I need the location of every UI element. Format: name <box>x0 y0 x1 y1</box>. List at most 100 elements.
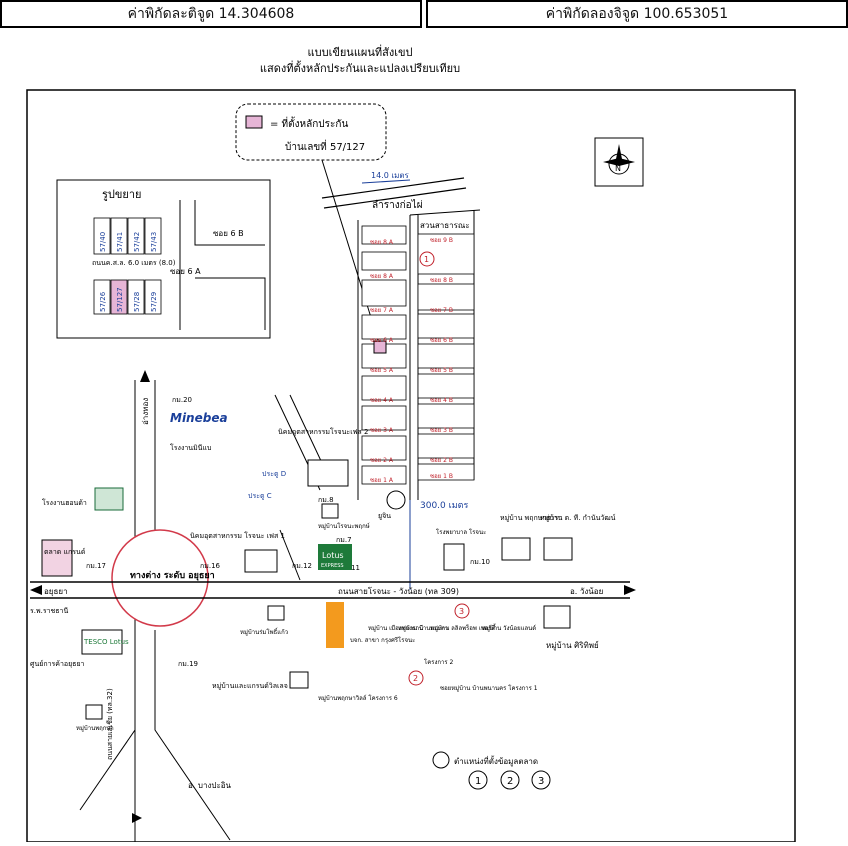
map-title-1: แบบเขียนแผนที่สังเขป <box>308 44 413 59</box>
lotus-express-logo <box>318 544 352 570</box>
km17-label: กม.17 <box>86 562 106 570</box>
junction-label: ทางต่าง ระดับ อยุธยา <box>130 570 215 581</box>
store-rojana-label: บจก. สาขา กรุงศรีโรจนะ <box>350 636 415 644</box>
tesco-lotus-label: TESCO Lotus <box>83 638 129 646</box>
svg-text:57/28: 57/28 <box>133 292 141 312</box>
market-point-2-num: 2 <box>413 674 418 683</box>
minebea-logo: Minebea <box>170 411 228 425</box>
inset-lots <box>93 217 162 315</box>
svg-text:ซอย 3 A: ซอย 3 A <box>370 427 394 434</box>
honda-factory-icon <box>94 487 124 511</box>
village-soi-label: ซอยหมู่บ้าน บ้านพนานคร โครงการ 1 <box>440 684 538 692</box>
canal-line-1 <box>321 177 465 199</box>
market-point-1-marker <box>419 251 435 267</box>
park-label: สวนสาธารณะ <box>420 221 470 230</box>
map-title-2: แสดงที่ตั้งหลักประกันและแปลงเปรียบเทียบ <box>260 60 460 75</box>
legend-pointer <box>321 159 379 341</box>
legend-num-1: 1 <box>475 776 481 787</box>
village-d-label: หมู่บ้าน วังน้อยแลนด์ <box>482 624 536 632</box>
market-box-label: ตลาด แกรนด์ <box>44 548 85 556</box>
main-road-label: ถนนสายโรจนะ - วังน้อย (ทล 309) <box>338 586 459 596</box>
village-c-label: หมู่บ้าน ลลิลพร็อพ เพอร์ตี้ <box>430 622 497 632</box>
village-tt-icon <box>543 537 573 561</box>
svg-text:57/42: 57/42 <box>133 232 141 252</box>
village-b-label: หมู่บ้าน บ้านมณฑา <box>398 625 448 632</box>
bang-pa-in-label: อ. บางปะอิน <box>188 781 232 790</box>
market-box <box>41 539 73 577</box>
inset-title: รูปขยาย <box>102 188 141 201</box>
svg-text:57/127: 57/127 <box>116 287 124 312</box>
canal-line-2 <box>323 187 467 209</box>
svg-text:ซอย 8 A: ซอย 8 A <box>370 273 394 280</box>
village-bottom-left-icon <box>85 704 103 720</box>
km8-label: กม.8 <box>318 496 334 504</box>
soi-labels-right: ซอย 9 B ซอย 8 B ซอย 7 B ซอย 6 B ซอย 5 B … <box>430 237 453 480</box>
village-a-label: หมู่บ้าน เมืองทองธานี <box>368 624 423 632</box>
legend-circle-icon <box>432 751 450 769</box>
road-ayutthaya-left: อยุธยา <box>44 587 68 596</box>
dist-right-label: 300.0 เมตร <box>420 501 468 511</box>
svg-text:N: N <box>615 164 621 173</box>
village-kannikar-label: หมู่บ้านและแกรนด์วิลเลจ <box>212 682 288 690</box>
town-station-label: ร.พ.ราชธานี <box>30 607 68 615</box>
svg-text:ซอย 2 B: ซอย 2 B <box>430 457 453 464</box>
north-arrow-icon <box>140 370 150 382</box>
inset-lot-labels: 57/40 57/41 57/42 57/43 57/26 57/127 57/… <box>99 232 158 312</box>
wang-noi-label: อ. วังน้อย <box>570 587 603 596</box>
landmark-circle <box>386 490 406 510</box>
store-rojana-icon <box>326 602 344 648</box>
km20-label: กม.20 <box>172 396 192 404</box>
inset-soi-a: ซอย 6 A <box>170 267 201 276</box>
km12-label: กม.12 <box>292 562 312 570</box>
hospital-label: โรงพยาบาล โรจนะ <box>436 528 486 536</box>
canal-label: ลำรางก่อไผ่ <box>372 199 423 211</box>
village-bottom-left-label: หมู่บ้านพฤกษา <box>76 725 114 732</box>
collateral-swatch <box>245 115 263 129</box>
soi-labels-left: ซอย 8 A ซอย 8 A ซอย 7 A ซอย 6 A ซอย 5 A … <box>370 239 394 484</box>
tesco-lotus-logo <box>81 629 123 655</box>
legend-collateral-label: = ที่ตั้งหลักประกัน <box>270 116 348 130</box>
village-rungrot-label: หมู่บ้านร่มโพธิ์แก้ว <box>240 627 288 636</box>
project2-label: โครงการ 2 <box>424 658 454 666</box>
village-phruksa-label: หมู่บ้าน พฤกษาธารา <box>500 514 562 522</box>
rojana2-label: นิคมอุตสาหกรรมโรจนะเฟส 2 <box>278 427 369 436</box>
inset-roads <box>179 200 266 330</box>
svg-text:57/40: 57/40 <box>99 232 107 252</box>
market-point-2-marker <box>408 670 424 686</box>
latitude-label: ค่าพิกัดละติจูด 14.304608 <box>0 0 422 28</box>
svg-text:ซอย 9 B: ซอย 9 B <box>430 237 453 244</box>
legend-num-2-circle <box>500 770 520 790</box>
rojana1-label: นิคมอุตสาหกรรม โรจนะ เฟส 1 <box>190 531 285 540</box>
legend-num-3-circle <box>531 770 551 790</box>
map-svg: แบบเขียนแผนที่สังเขป แสดงที่ตั้งหลักประก… <box>26 44 796 843</box>
svg-text:57/29: 57/29 <box>150 292 158 312</box>
svg-text:ซอย 6 B: ซอย 6 B <box>430 337 453 344</box>
svg-text:ซอย 7 A: ซอย 7 A <box>370 307 394 314</box>
minebea-sub: โรงงานมินีแบ <box>170 443 211 452</box>
legend-market-label: ตำแหน่งที่ตั้งข้อมูลตลาด <box>454 755 538 767</box>
market-point-3-marker <box>454 603 470 619</box>
village-pleasant-icon <box>289 671 309 689</box>
gate-c-label: ประตู C <box>248 492 272 500</box>
svg-text:ซอย 4 A: ซอย 4 A <box>370 397 394 404</box>
landmark-circle-label: ยูจิน <box>378 512 391 520</box>
dist-top-arrow <box>361 179 411 184</box>
honda-factory-label: โรงงานฮอนด้า <box>42 498 87 507</box>
village-siri-icon <box>543 605 571 629</box>
gate-d-label: ประตู D <box>262 470 286 478</box>
legend-num-3: 3 <box>538 776 544 787</box>
collateral-marker <box>373 340 387 354</box>
svg-text:ซอย 8 B: ซอย 8 B <box>430 277 453 284</box>
km10-label: กม.10 <box>470 558 490 566</box>
hospital-icon <box>443 543 465 571</box>
asia-road-label: ถนนสายเอเชีย (ทล.32) <box>106 688 114 760</box>
junction-circle <box>111 529 209 627</box>
legend-callout <box>235 103 387 161</box>
compass-icon: N <box>603 144 635 175</box>
coordinate-bar: ค่าพิกัดละติจูด 14.304608 ค่าพิกัดลองจิจ… <box>0 0 848 30</box>
svg-text:ซอย 6 A: ซอย 6 A <box>370 337 394 344</box>
longitude-label: ค่าพิกัดลองจิจูด 100.653051 <box>426 0 848 28</box>
dist-top-label: 14.0 เมตร <box>371 171 410 180</box>
connector-road <box>279 529 301 581</box>
svg-text:ซอย 2 A: ซอย 2 A <box>370 457 394 464</box>
